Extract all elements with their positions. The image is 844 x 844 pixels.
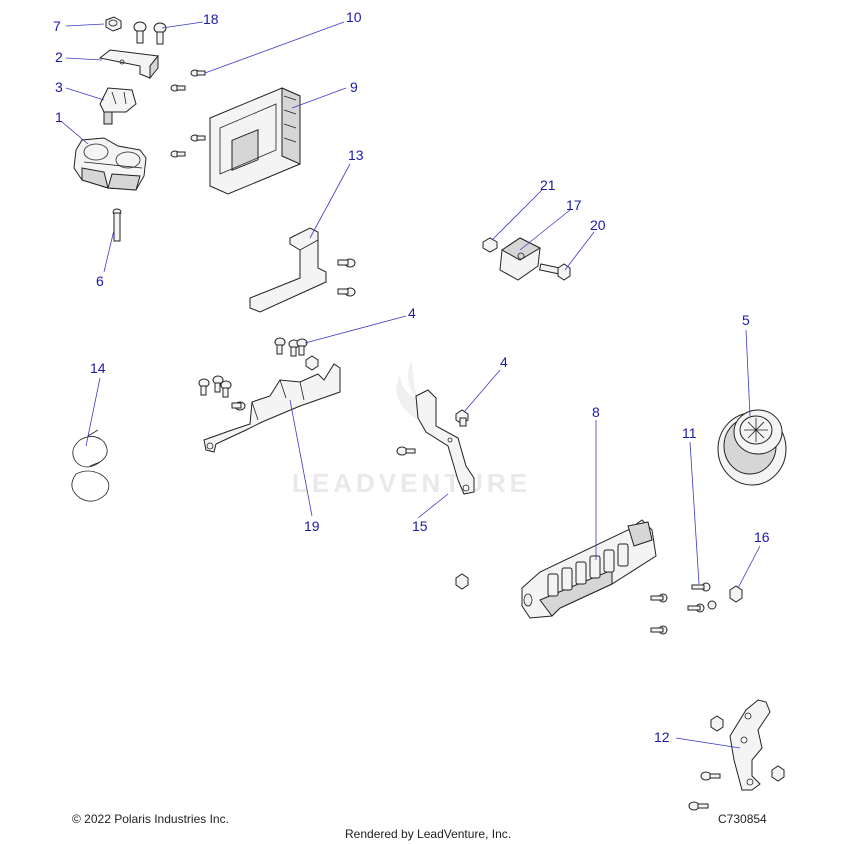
callout-numbers: 7 18 2 3 1 6 10 9 13 21 17 20 4 14 19 15… [53, 9, 770, 745]
callout-15: 15 [412, 518, 428, 534]
copyright-text: © 2022 Polaris Industries Inc. [72, 812, 229, 826]
part-11-screws[interactable] [650, 582, 717, 635]
part-5-grommet[interactable] [717, 409, 787, 486]
part-20-bolt[interactable] [539, 263, 571, 281]
callout-17: 17 [566, 197, 582, 213]
part-12-bracket[interactable] [688, 699, 785, 811]
callout-1: 1 [55, 109, 63, 125]
part-10-screws[interactable] [170, 69, 206, 158]
callout-5: 5 [742, 312, 750, 328]
part-15-strap[interactable] [396, 389, 475, 495]
part-1-coil[interactable] [73, 137, 147, 191]
part-14-rings[interactable] [71, 429, 110, 502]
watermark-text: LEADVENTURE [292, 468, 531, 498]
callout-4-lower: 4 [500, 354, 508, 370]
callout-21: 21 [540, 177, 556, 193]
part-18-screws[interactable] [133, 21, 167, 45]
part-9-ecu[interactable] [209, 87, 301, 195]
callout-11: 11 [682, 425, 697, 441]
watermark: LEADVENTURE [292, 360, 531, 498]
part-8-fuse-block[interactable] [455, 519, 657, 619]
part-17-block[interactable] [499, 237, 542, 281]
part-13-bracket[interactable] [249, 227, 356, 313]
diagram-code: C730854 [718, 812, 767, 826]
callout-9: 9 [350, 79, 358, 95]
part-4-bolt[interactable] [455, 409, 469, 427]
part-7-nut[interactable] [105, 16, 122, 32]
callout-2: 2 [55, 49, 63, 65]
callout-18: 18 [203, 11, 219, 27]
callout-13: 13 [348, 147, 364, 163]
callout-4-upper: 4 [408, 305, 416, 321]
part-4-screws-group[interactable] [274, 337, 319, 371]
rendered-by-text: Rendered by LeadVenture, Inc. [345, 827, 512, 841]
callout-3: 3 [55, 79, 63, 95]
callout-19: 19 [304, 518, 320, 534]
callout-14: 14 [90, 360, 106, 376]
part-19-bracket[interactable] [198, 363, 341, 453]
part-2-bracket[interactable] [98, 49, 159, 80]
callout-7: 7 [53, 18, 61, 34]
part-6-bolt[interactable] [112, 208, 122, 242]
callout-6: 6 [96, 273, 104, 289]
callout-16: 16 [754, 529, 770, 545]
callout-12: 12 [654, 729, 670, 745]
callout-20: 20 [590, 217, 606, 233]
callout-8: 8 [592, 404, 600, 420]
callout-10: 10 [346, 9, 362, 25]
leader-lines [61, 21, 761, 749]
part-3-clip[interactable] [99, 87, 137, 125]
part-21-nut[interactable] [482, 237, 498, 253]
part-16-nut[interactable] [729, 585, 743, 603]
